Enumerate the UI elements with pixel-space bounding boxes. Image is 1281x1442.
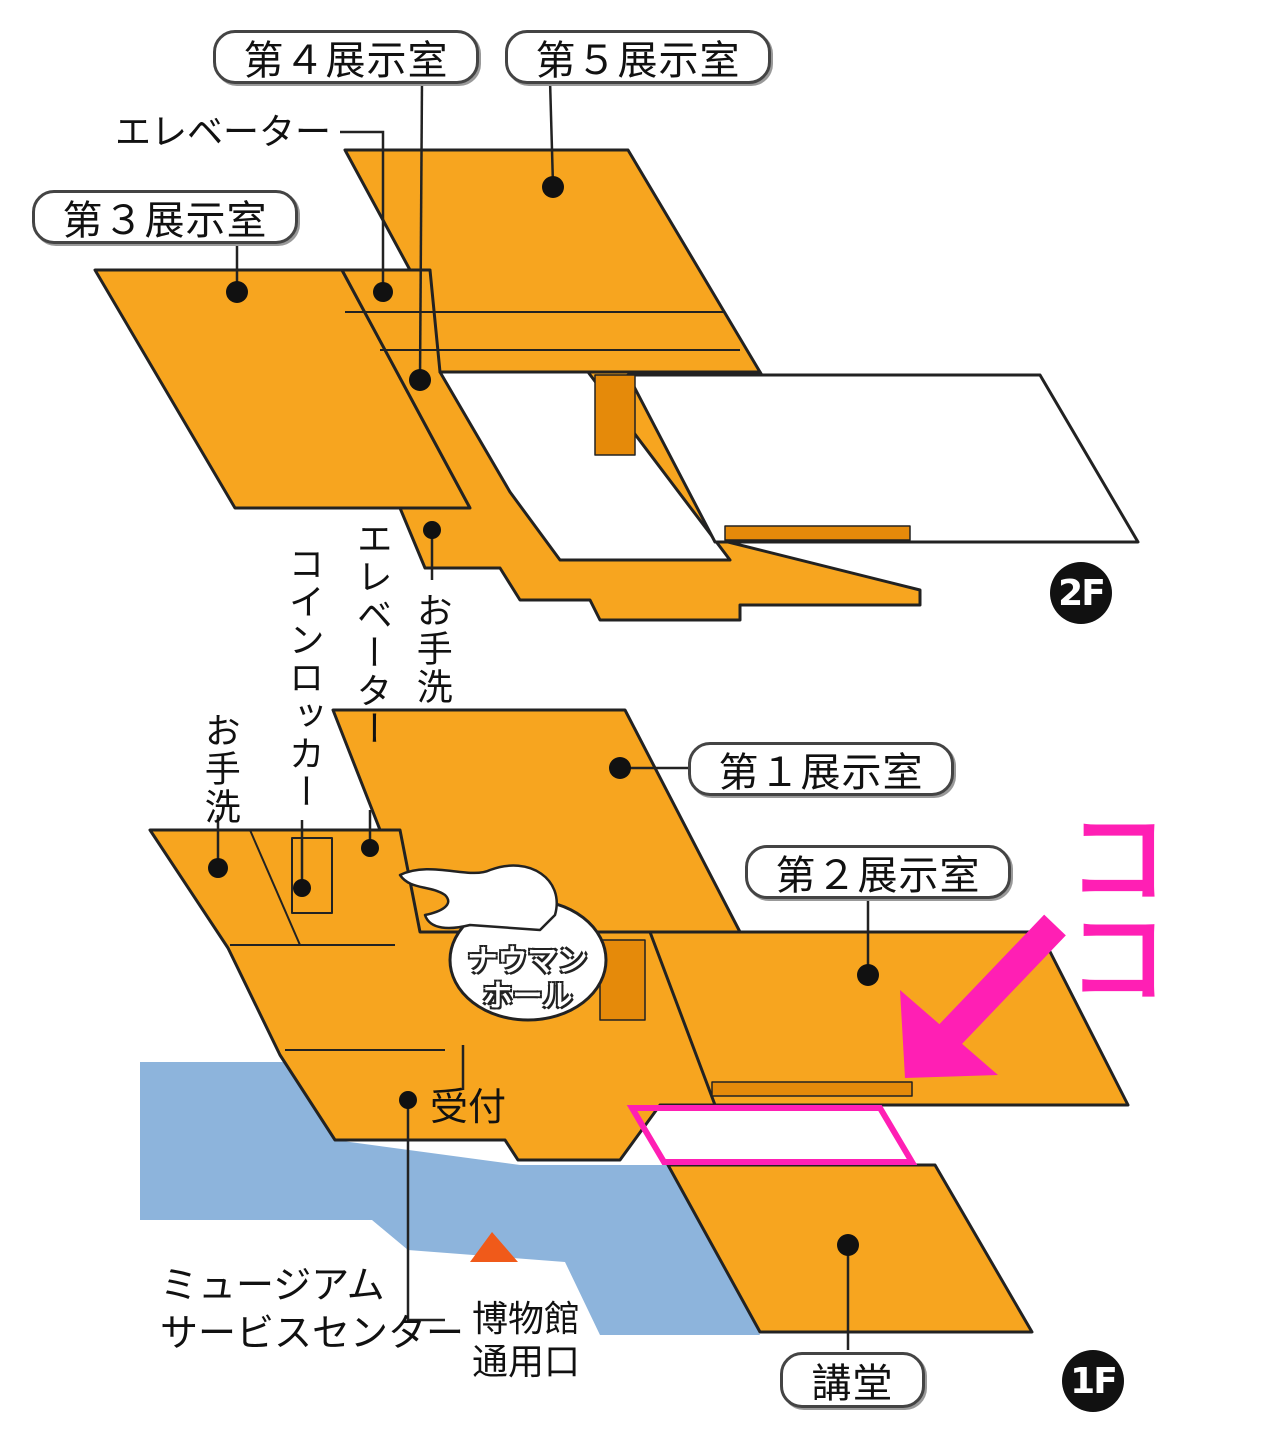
pointer-arrow-icon xyxy=(900,914,1066,1078)
toilet-2f-dot xyxy=(423,521,441,539)
stairs-1f xyxy=(599,939,646,1021)
locker-dot xyxy=(293,879,311,897)
staff-entrance-line2: 通用口 xyxy=(472,1342,581,1384)
auditorium-label: 講堂 xyxy=(780,1352,925,1408)
museum-service-label: ミュージアム サービスセンター xyxy=(160,1262,464,1357)
museum-service-line1: ミュージアム xyxy=(160,1263,385,1307)
atrium-void-2f xyxy=(438,370,732,562)
room1-dot xyxy=(609,757,631,779)
toilet-2f-label: お手洗 xyxy=(410,592,452,706)
room5-dot xyxy=(542,176,564,198)
staff-entrance-label: 博物館 通用口 xyxy=(472,1298,580,1384)
markers xyxy=(208,176,879,1256)
locker-outline xyxy=(291,837,333,914)
leaders xyxy=(216,79,870,1350)
reception-label: 受付 xyxy=(430,1085,507,1129)
elevator-2f-label: エレベーター xyxy=(115,112,332,153)
elevator-1f-dot xyxy=(361,839,379,857)
floor-2f xyxy=(93,148,1140,622)
water-area xyxy=(140,1062,760,1335)
room4-label: 第４展示室 xyxy=(213,30,479,84)
museum-service-line2: サービスセンター xyxy=(160,1310,465,1355)
floor-1f xyxy=(148,708,1130,1334)
wall-line xyxy=(249,829,301,946)
coin-locker-label: コインロッカー xyxy=(282,545,324,811)
room5-label: 第５展示室 xyxy=(505,30,771,84)
toilet-1f-dot xyxy=(208,858,228,878)
toilet-1f-label: お手洗 xyxy=(198,712,240,826)
room2-label: 第２展示室 xyxy=(745,845,1011,899)
floor-1f-badge: 1F xyxy=(1062,1350,1124,1412)
auditorium-dot xyxy=(837,1234,859,1256)
highlight-outline xyxy=(626,1105,918,1165)
entrance-triangle-icon xyxy=(470,1232,518,1262)
koko-callout: ココ xyxy=(1068,801,1186,1018)
naumann-hall-line2: ホール xyxy=(482,978,573,1014)
elevator-2f-dot xyxy=(373,282,393,302)
room2-shape xyxy=(648,930,1130,1107)
white-wing-2f xyxy=(626,373,1140,544)
room4-dot xyxy=(409,369,431,391)
floor-2f-badge: 2F xyxy=(1050,562,1112,624)
naumann-hall-label: ナウマン ホール xyxy=(465,944,590,1014)
stairs-2f xyxy=(594,374,636,456)
stairs-2f-b xyxy=(724,525,911,541)
elephant-icon xyxy=(398,864,558,932)
naumann-hall-line1: ナウマン xyxy=(467,944,588,979)
room3-label: 第３展示室 xyxy=(32,190,298,244)
room1-label: 第１展示室 xyxy=(688,742,954,796)
reception-dot xyxy=(399,1091,417,1109)
room2-dot xyxy=(857,964,879,986)
stairs-1f-b xyxy=(711,1081,913,1097)
staff-entrance-line1: 博物館 xyxy=(472,1299,581,1340)
elevator-1f-label: エレベーター xyxy=(350,520,392,748)
room3-dot xyxy=(226,281,248,303)
